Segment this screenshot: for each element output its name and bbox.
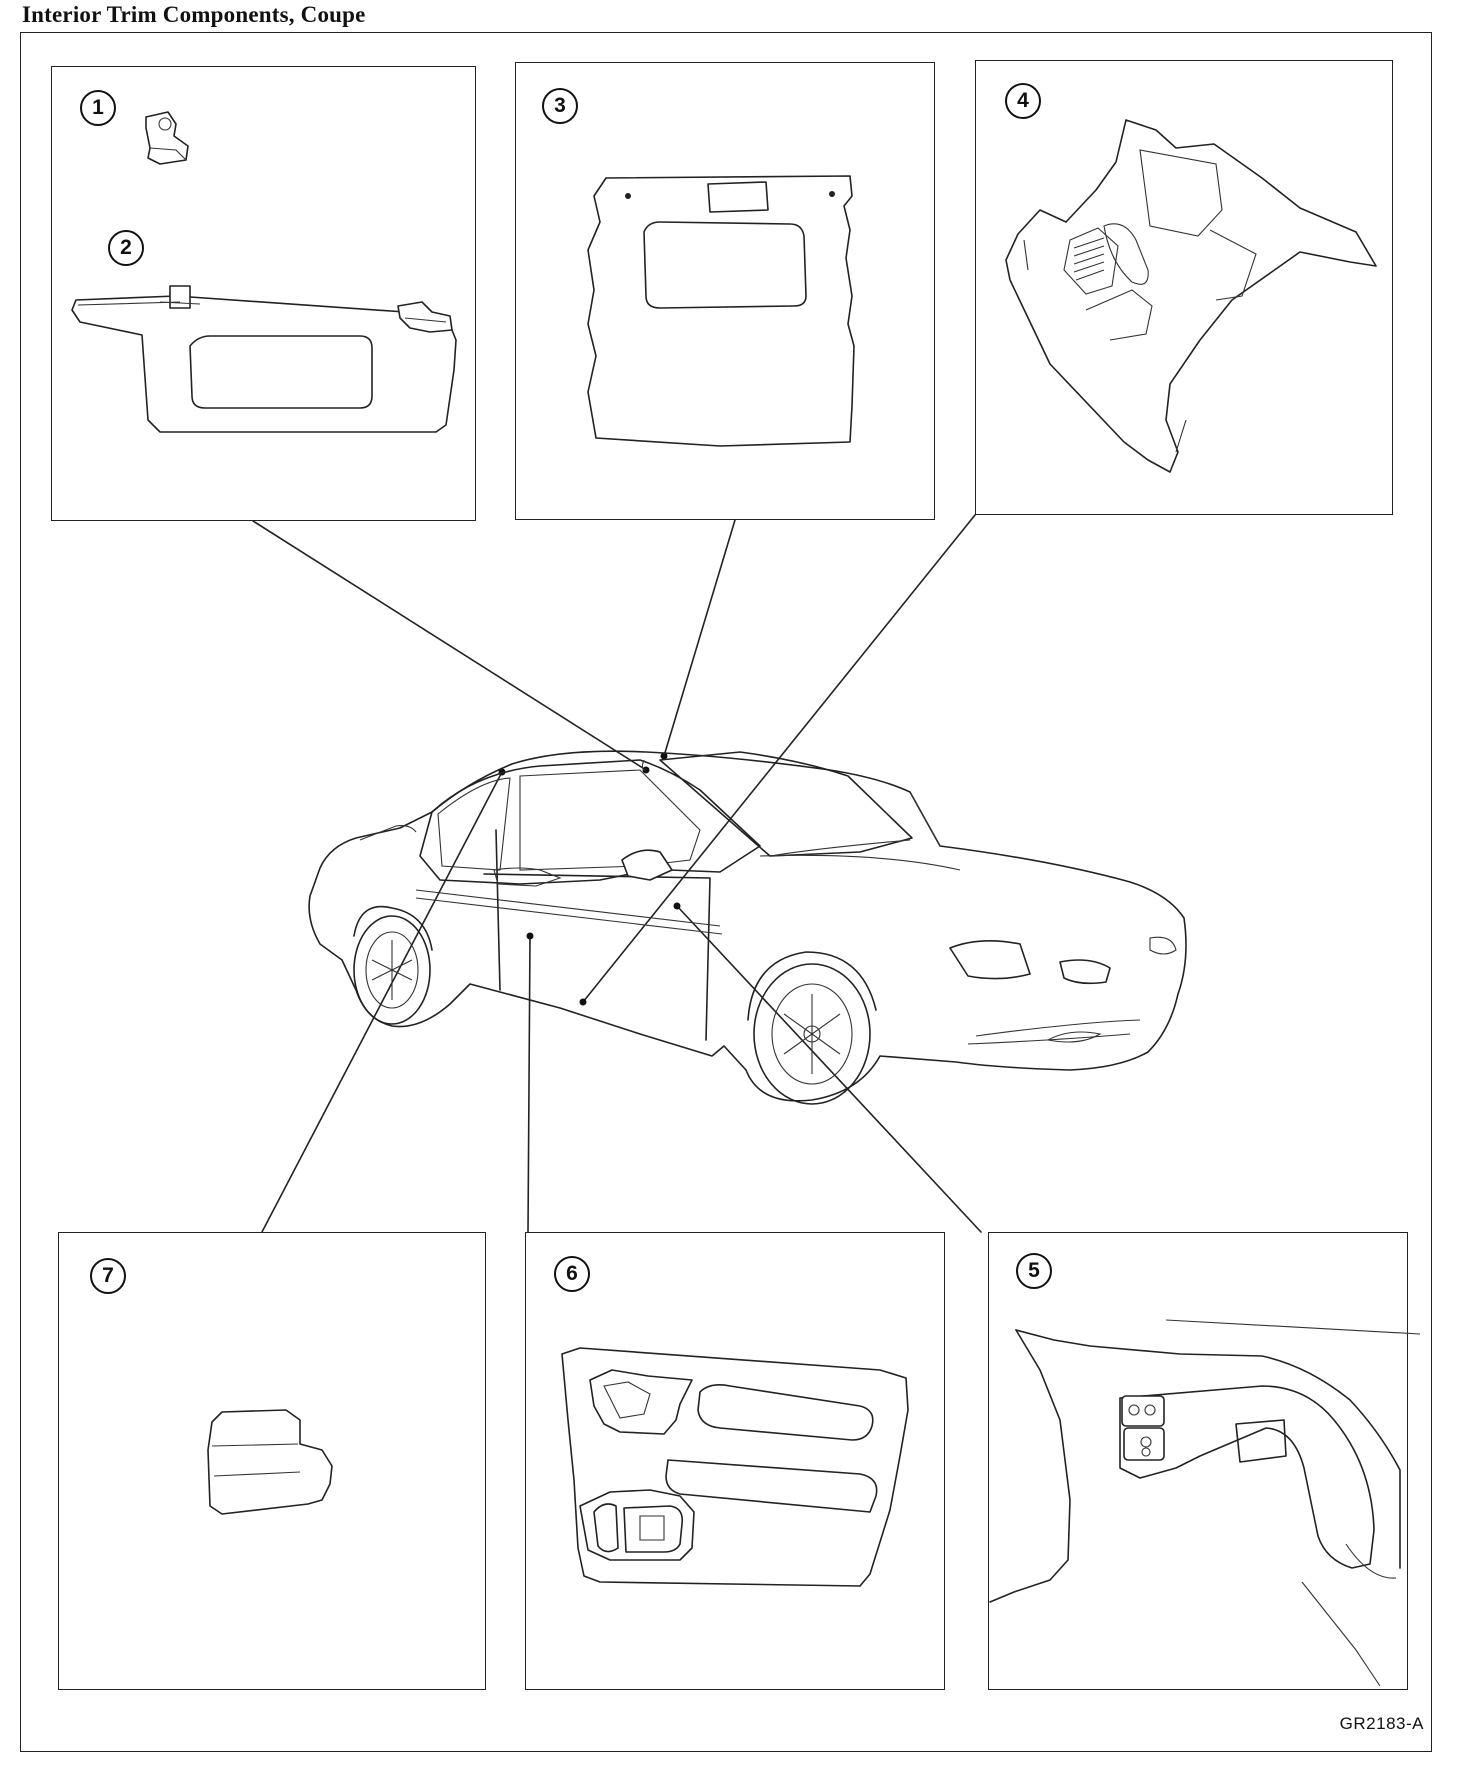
- door-trim-panel-drawing: [561, 1347, 909, 1587]
- leader-lines: [252, 514, 982, 1233]
- armrest-drawing: [989, 1319, 1421, 1687]
- windshield: [659, 751, 913, 857]
- front-wheel: [747, 951, 877, 1105]
- sun-visor-drawing: [71, 285, 457, 433]
- panel-visor: [51, 66, 476, 521]
- panel-quarter-trim: [58, 1232, 486, 1690]
- leader-dot: [579, 998, 587, 1006]
- door-handle-pocket: [1235, 1419, 1287, 1463]
- visor-clip-end: [397, 301, 453, 333]
- door-trim-speaker: [593, 1503, 619, 1553]
- callout-2: 2: [108, 230, 144, 266]
- leader-line-door-trim: [527, 935, 531, 1233]
- door-handle: [493, 867, 562, 887]
- quarter-trim-drawing: [207, 1409, 333, 1515]
- coupe-car-drawing: [308, 750, 1187, 1105]
- diagram-title: Interior Trim Components, Coupe: [22, 2, 366, 27]
- headliner-drawing: [587, 175, 855, 447]
- dome-lamp-opening: [707, 181, 769, 213]
- callout-6: 6: [554, 1256, 590, 1292]
- leader-line-visor: [252, 520, 647, 771]
- panel-carpet: [975, 60, 1393, 515]
- panel-armrest: [988, 1232, 1408, 1690]
- panel-headliner: [515, 62, 935, 520]
- callout-3: 3: [542, 88, 578, 124]
- panel-door-trim: [525, 1232, 945, 1690]
- window-switch-lower: [1123, 1427, 1165, 1461]
- callout-5: 5: [1016, 1253, 1052, 1289]
- callout-1: 1: [80, 90, 116, 126]
- sun-visor-clip-drawing: [145, 111, 189, 165]
- door-pull-cup: [623, 1505, 684, 1553]
- floor-carpet-drawing: [1005, 119, 1377, 473]
- leader-line-quarter-trim: [261, 771, 503, 1233]
- leader-dot: [526, 932, 534, 940]
- carpet-heel-pad: [1063, 227, 1119, 295]
- door-window: [519, 769, 701, 871]
- diagram-frame: [20, 32, 1432, 1752]
- leader-line-headliner: [663, 519, 736, 757]
- visor-hinge: [169, 285, 191, 309]
- figure-reference-code: GR2183-A: [1339, 1714, 1424, 1733]
- window-switch-upper: [1121, 1395, 1165, 1427]
- rear-quarter-window: [437, 777, 511, 871]
- leader-dot: [660, 752, 668, 760]
- leader-dot: [673, 902, 681, 910]
- callout-7: 7: [90, 1258, 126, 1294]
- side-mirror: [621, 849, 673, 881]
- headlight-left: [949, 940, 1031, 980]
- leader-line-armrest: [676, 905, 982, 1233]
- headlight-right: [1059, 959, 1111, 985]
- callout-4: 4: [1005, 83, 1041, 119]
- rear-wheel: [353, 905, 433, 1025]
